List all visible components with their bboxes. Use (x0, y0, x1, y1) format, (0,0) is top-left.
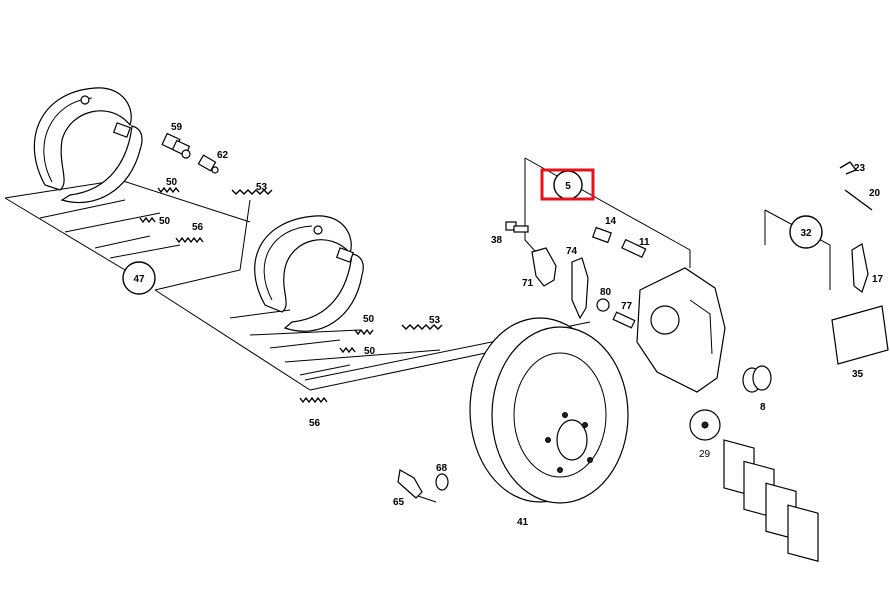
clip-23 (839, 161, 858, 175)
cap-29 (689, 409, 721, 441)
label-59: 59 (171, 122, 183, 133)
spring-50-upper (139, 186, 180, 224)
label-50-a: 50 (166, 177, 178, 188)
part-labels: 59 62 53 50 50 56 50 53 50 56 38 71 74 1… (159, 122, 884, 528)
label-50-c: 50 (363, 314, 375, 325)
label-80: 80 (600, 287, 612, 298)
spring-56-lower (299, 396, 328, 404)
shim-35 (831, 305, 889, 365)
bolt-38 (505, 221, 529, 233)
highlight-box (540, 168, 595, 201)
label-50-b: 50 (159, 216, 171, 227)
label-17: 17 (872, 274, 884, 285)
brake-shoe-lower (254, 215, 364, 332)
spring-50-lower (339, 328, 374, 354)
label-77: 77 (621, 301, 633, 312)
cap-68 (435, 473, 449, 491)
label-53-lower: 53 (429, 315, 441, 326)
label-29: 29 (699, 449, 711, 460)
label-68: 68 (436, 463, 448, 474)
callout-32: 32 (789, 215, 823, 249)
label-50-d: 50 (364, 346, 376, 357)
label-23: 23 (854, 163, 866, 174)
label-5: 5 (565, 181, 571, 192)
label-56-lower: 56 (309, 418, 321, 429)
label-41: 41 (517, 517, 529, 528)
label-71: 71 (522, 278, 534, 289)
plate-74 (571, 257, 589, 320)
pin-11 (621, 238, 647, 258)
pin-62 (197, 154, 219, 174)
callout-47: 47 (122, 261, 156, 295)
label-14: 14 (605, 216, 617, 227)
adjuster-59 (161, 132, 191, 159)
label-38: 38 (491, 235, 503, 246)
label-11: 11 (639, 237, 650, 248)
washer-80 (596, 298, 610, 312)
bolt-77 (612, 311, 636, 329)
bushing-8 (742, 365, 772, 393)
label-47: 47 (133, 274, 145, 285)
spring-56-upper (175, 236, 204, 244)
bracket-71 (531, 247, 557, 287)
pin-20 (844, 189, 873, 211)
spring-53-lower (401, 324, 443, 330)
callout-5[interactable]: 5 (540, 168, 595, 201)
spring-17 (851, 243, 869, 293)
label-20: 20 (869, 188, 881, 199)
spring-53-upper (231, 189, 273, 195)
label-8: 8 (760, 402, 766, 413)
sensor-65 (397, 469, 437, 503)
label-53-upper: 53 (256, 182, 268, 193)
brake-shoe-upper (33, 87, 143, 204)
label-62: 62 (217, 150, 229, 161)
label-35: 35 (852, 369, 864, 380)
bushing-14 (592, 226, 612, 244)
label-32: 32 (800, 228, 812, 239)
caliper (636, 267, 726, 393)
label-74: 74 (566, 246, 578, 257)
pads (723, 439, 819, 562)
label-65: 65 (393, 497, 405, 508)
brake-disc-41 (469, 317, 629, 504)
label-56-upper: 56 (192, 222, 204, 233)
